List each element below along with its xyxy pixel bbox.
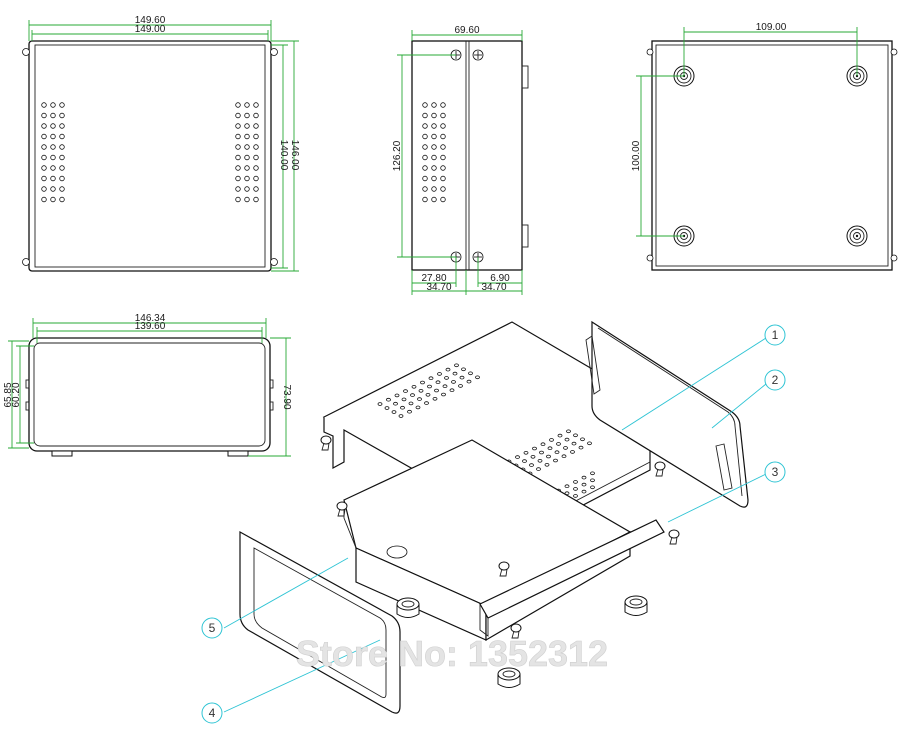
dim-front-outer-width: 146.34 bbox=[135, 313, 166, 324]
dim-front-outer-height: 65.85 bbox=[3, 382, 14, 407]
dim-front-inner-height: 60.20 bbox=[11, 382, 22, 407]
top-view-inner-outline bbox=[34, 44, 266, 268]
side-view: 69.60 126.20 27.80 6.90 34.70 34.70 bbox=[392, 25, 529, 295]
dim-front-total-height: 73.90 bbox=[281, 384, 292, 409]
rubber-feet-exploded bbox=[396, 595, 648, 688]
dim-side-left-half: 34.70 bbox=[426, 282, 451, 293]
dim-top-outer-width: 149.60 bbox=[135, 15, 166, 26]
dim-front-inner-width: 139.60 bbox=[135, 321, 166, 332]
svg-text:2: 2 bbox=[772, 373, 779, 387]
dim-side-width: 69.60 bbox=[454, 25, 479, 36]
dim-side-right-offset: 6.90 bbox=[490, 273, 510, 284]
bottom-view: 109.00 100.00 bbox=[631, 22, 898, 271]
dim-top-outer-depth: 146.00 bbox=[289, 140, 300, 171]
callout-1: 1 bbox=[764, 324, 786, 346]
callouts: 1 2 3 4 5 bbox=[201, 324, 786, 724]
callout-2: 2 bbox=[764, 369, 786, 391]
rear-panel bbox=[585, 320, 749, 508]
callout-5: 5 bbox=[201, 617, 223, 639]
side-rail bbox=[479, 519, 665, 619]
svg-text:5: 5 bbox=[209, 621, 216, 635]
svg-text:3: 3 bbox=[772, 465, 779, 479]
dim-feet-spacing-y: 100.00 bbox=[631, 140, 642, 171]
screws bbox=[320, 435, 680, 639]
bottom-view-outline bbox=[651, 40, 893, 271]
dim-side-screw-span: 126.20 bbox=[392, 140, 403, 171]
svg-text:1: 1 bbox=[772, 328, 779, 342]
top-view: 149.60 149.00 140.00 146.00 bbox=[22, 15, 300, 272]
side-view-outline bbox=[411, 40, 523, 271]
callout-3: 3 bbox=[764, 461, 786, 483]
front-panel-inset bbox=[33, 342, 266, 447]
svg-text:4: 4 bbox=[209, 706, 216, 720]
exploded-view bbox=[239, 320, 749, 714]
dim-top-inner-depth: 140.00 bbox=[278, 140, 289, 171]
front-view-outline bbox=[28, 337, 271, 452]
store-watermark: Store No: 1352312 bbox=[296, 633, 608, 674]
front-view: 146.34 139.60 65.85 60.20 73.90 bbox=[3, 313, 292, 457]
callout-4: 4 bbox=[201, 702, 223, 724]
dim-side-left-offset: 27.80 bbox=[421, 273, 446, 284]
vent-holes-top-cover bbox=[377, 363, 592, 484]
dim-top-inner-width: 149.00 bbox=[135, 24, 166, 35]
front-frame bbox=[239, 530, 401, 714]
vent-hole-grid-side bbox=[422, 102, 446, 203]
side-screw-top-right bbox=[472, 49, 484, 61]
vent-hole-grid-left bbox=[41, 102, 65, 203]
dim-side-right-half: 34.70 bbox=[481, 282, 506, 293]
rubber-feet bbox=[673, 65, 868, 247]
dim-feet-spacing-x: 109.00 bbox=[756, 22, 787, 33]
top-view-outline bbox=[28, 40, 272, 272]
vent-hole-grid-right bbox=[235, 102, 259, 203]
